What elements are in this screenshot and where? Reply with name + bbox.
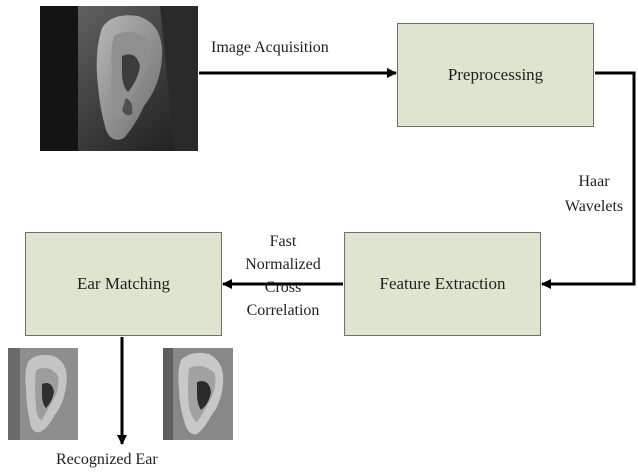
fncc-line-4: Correlation <box>246 302 320 319</box>
image-acquisition-label: Image Acquisition <box>211 39 329 56</box>
haar-line-1: Haar <box>578 173 610 190</box>
ear-template-icon <box>8 348 78 440</box>
arrow-haar-wavelets <box>541 71 636 289</box>
fncc-line-1: Fast <box>269 233 297 250</box>
ear-photo-icon <box>40 6 198 151</box>
ear-matching-box: Ear Matching <box>25 232 222 336</box>
input-ear-photo <box>40 6 198 151</box>
fncc-line-3: Cross <box>264 279 302 296</box>
fncc-line-2: Normalized <box>245 256 321 273</box>
feature-extraction-box: Feature Extraction <box>344 232 541 336</box>
ear-matching-label: Ear Matching <box>77 274 170 293</box>
preprocessing-label: Preprocessing <box>447 65 544 84</box>
ear-template-icon <box>163 348 233 440</box>
feature-extraction-label: Feature Extraction <box>379 274 506 293</box>
haar-wavelets-label: Haar Wavelets <box>552 172 636 217</box>
template-ear-right <box>163 348 233 440</box>
preprocessing-box: Preprocessing <box>397 23 594 127</box>
recognized-ear-label: Recognized Ear <box>56 451 158 468</box>
template-ear-left <box>8 348 78 440</box>
haar-line-2: Wavelets <box>564 198 624 215</box>
fncc-label: Fast Normalized Cross Correlation <box>222 232 344 321</box>
